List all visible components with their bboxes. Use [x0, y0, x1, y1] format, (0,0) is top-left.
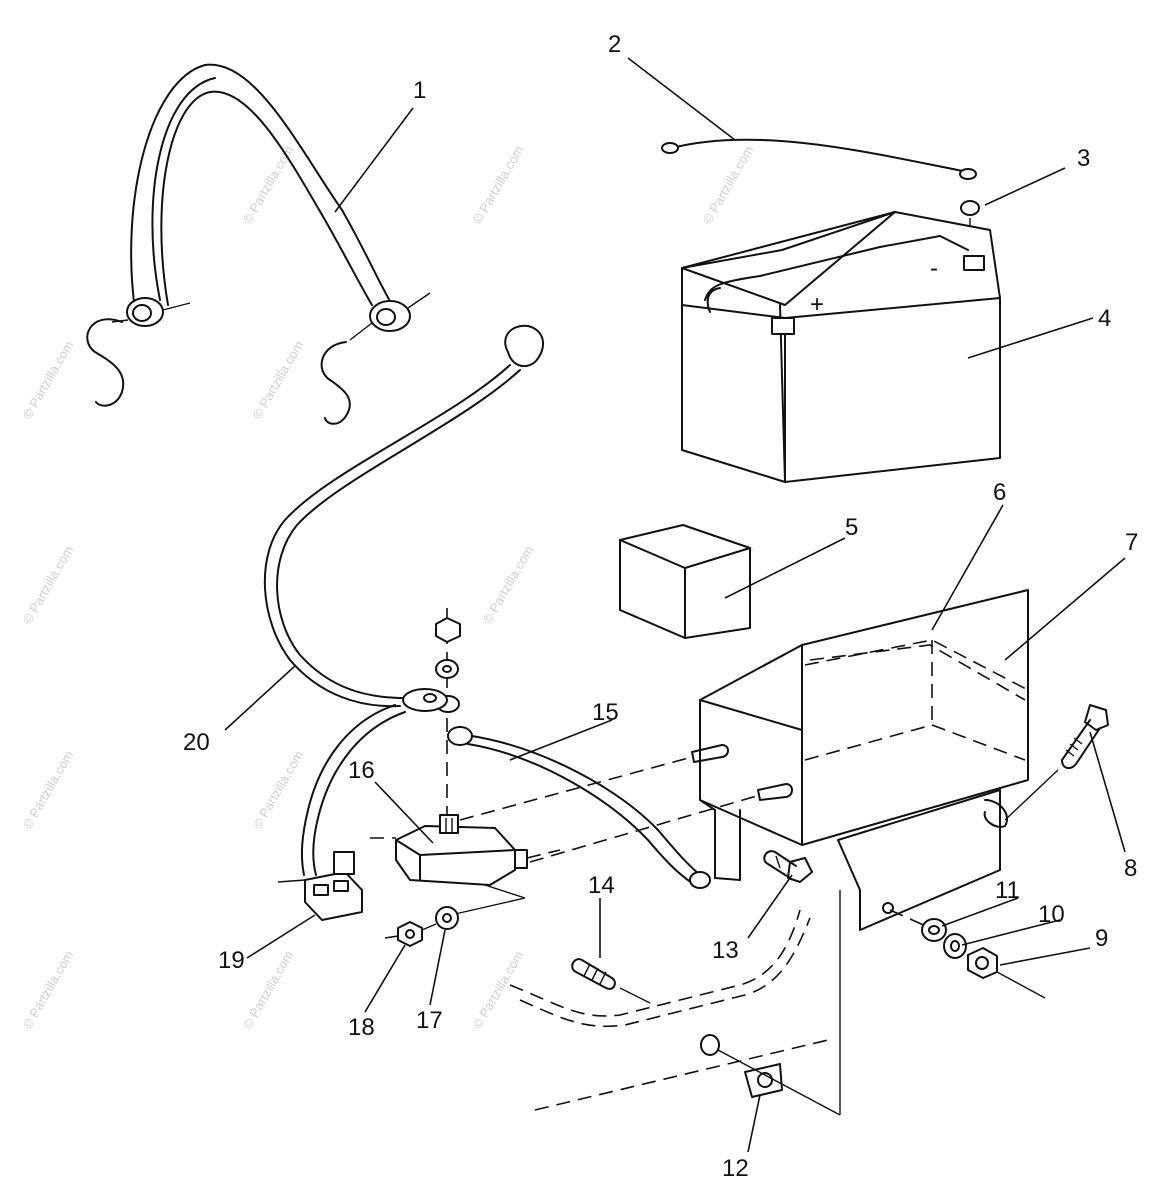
nut-18 [384, 921, 437, 947]
bolt-13 [763, 850, 813, 883]
negative-terminal-mark: - [930, 255, 938, 282]
cable-connector [277, 851, 363, 921]
callout-12: 12 [722, 1155, 749, 1182]
callout-labels: 1 2 3 4 5 6 7 8 9 10 11 12 13 14 15 16 1… [183, 31, 1138, 1182]
washer-10 [943, 933, 967, 959]
callout-9: 9 [1095, 925, 1108, 952]
s-hook-right [320, 341, 351, 425]
watermark-text: © Partzilla.com [700, 143, 757, 226]
battery-strap [111, 63, 431, 341]
callout-1: 1 [413, 77, 426, 104]
leader-lines [224, 57, 1126, 1153]
battery-jumper-cable [661, 138, 977, 180]
callout-8: 8 [1124, 855, 1137, 882]
watermark-text: © Partzilla.com [250, 338, 307, 421]
callout-3: 3 [1077, 145, 1090, 172]
nut-9 [967, 947, 1046, 999]
terminal-nut-stack [435, 608, 461, 820]
battery: + - [681, 211, 1001, 483]
callout-16: 16 [348, 757, 375, 784]
starter-solenoid [370, 814, 561, 915]
watermark-text: © Partzilla.com [480, 543, 537, 626]
callout-19: 19 [218, 947, 245, 974]
watermark-text: © Partzilla.com [20, 748, 77, 831]
washer-11 [921, 918, 947, 942]
callout-15: 15 [592, 699, 619, 726]
s-hook-left [86, 318, 125, 407]
box-studs [459, 744, 793, 863]
callout-10: 10 [1038, 901, 1065, 928]
watermark-text: © Partzilla.com [20, 543, 77, 626]
washer-17 [435, 906, 459, 930]
callout-5: 5 [845, 514, 858, 541]
main-battery-cable [263, 324, 544, 876]
battery-pad [619, 524, 751, 639]
watermark-text: © Partzilla.com [470, 143, 527, 226]
callout-2: 2 [608, 31, 621, 58]
callout-7: 7 [1125, 529, 1138, 556]
callout-6: 6 [993, 479, 1006, 506]
stud-14 [509, 909, 811, 1028]
callout-13: 13 [712, 937, 739, 964]
callout-20: 20 [183, 729, 210, 756]
watermark-text: © Partzilla.com [240, 948, 297, 1031]
watermark-text: © Partzilla.com [240, 143, 297, 226]
positive-terminal-mark: + [810, 291, 824, 318]
watermark-text: © Partzilla.com [20, 338, 77, 421]
bolt-8 [1004, 704, 1109, 821]
watermark-text: © Partzilla.com [20, 948, 77, 1031]
battery-box [699, 589, 1029, 931]
callout-4: 4 [1098, 305, 1111, 332]
callout-11: 11 [995, 877, 1020, 904]
callout-14: 14 [588, 872, 615, 899]
watermark-text: © Partzilla.com [250, 748, 307, 831]
watermark-text: © Partzilla.com [470, 948, 527, 1031]
callout-17: 17 [416, 1007, 443, 1034]
clip-nut [534, 890, 841, 1116]
callout-18: 18 [348, 1014, 375, 1041]
